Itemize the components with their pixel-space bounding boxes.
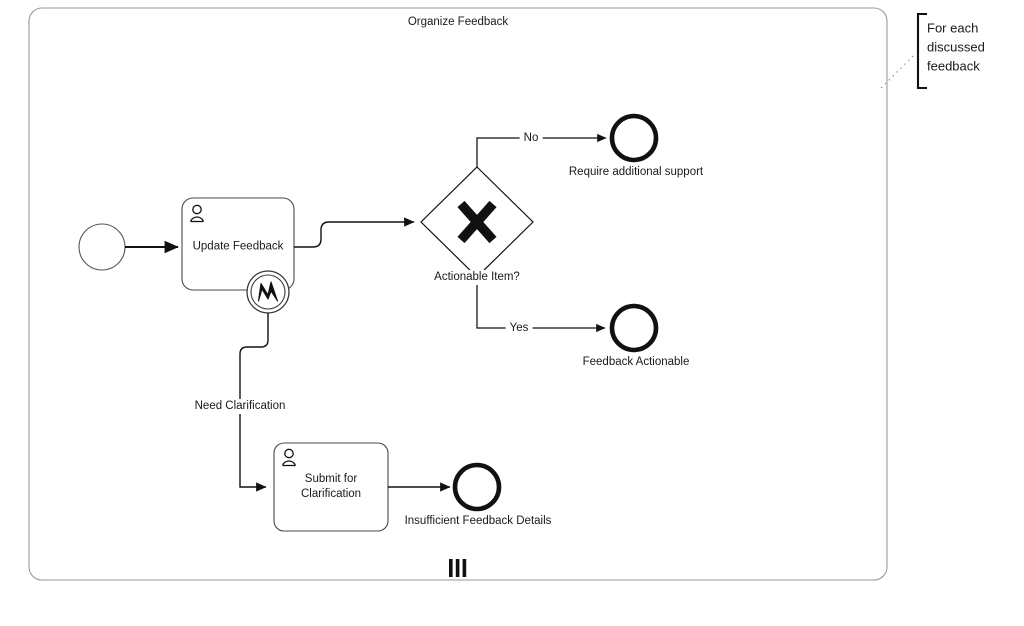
flow-label-yes: Yes: [505, 321, 533, 337]
multi-instance-marker-icon: [449, 559, 467, 577]
end-event-insufficient-details[interactable]: [452, 462, 502, 512]
task-update-feedback[interactable]: [181, 197, 295, 291]
user-icon: [189, 204, 205, 223]
end-event-require-support-label: Require additional support: [568, 166, 704, 178]
gateway-label: Actionable Item?: [431, 270, 523, 286]
start-event[interactable]: [78, 223, 126, 271]
flow-label-no: No: [519, 131, 543, 147]
sequence-flow-no: [476, 133, 607, 167]
end-event-feedback-actionable-label: Feedback Actionable: [582, 356, 690, 368]
subprocess-title: Organize Feedback: [407, 16, 509, 28]
task-update-feedback-label: Update Feedback: [192, 240, 284, 253]
end-event-require-support[interactable]: [609, 113, 659, 163]
sequence-flow-need-clarification: [239, 313, 269, 492]
annotation-association-line: [880, 52, 917, 89]
text-annotation: For each discussed feedback: [927, 20, 985, 74]
end-event-feedback-actionable[interactable]: [609, 303, 659, 353]
sequence-flow-update-to-gateway: [294, 217, 415, 248]
gateway-x-icon: [457, 200, 497, 244]
boundary-event-outer[interactable]: [246, 270, 290, 314]
sequence-flow-yes: [476, 277, 606, 333]
signal-zigzag-icon: [257, 281, 279, 302]
boundary-event-inner: [250, 274, 286, 310]
subprocess-container: [28, 7, 888, 581]
end-event-insufficient-details-label: Insufficient Feedback Details: [404, 515, 552, 527]
task-submit-for-clarification-label: Submit for Clarification: [300, 472, 362, 500]
flow-label-need-clarification: Need Clarification: [190, 399, 290, 415]
user-icon: [281, 448, 297, 467]
annotation-bracket: [916, 12, 927, 90]
